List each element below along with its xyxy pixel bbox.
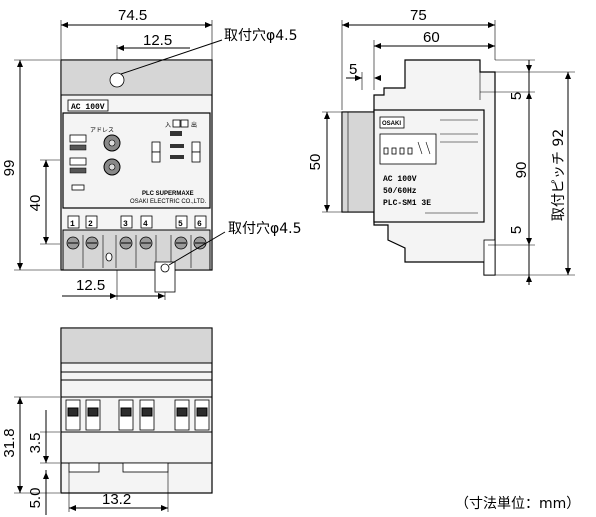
terminal-labels: 1 2 3 4 5 6 bbox=[67, 215, 207, 229]
bottom-top-band bbox=[60, 327, 213, 364]
hole-label-top: 取付穴φ4.5 bbox=[224, 28, 298, 44]
hole-label-bottom: 取付穴φ4.5 bbox=[228, 221, 302, 237]
dim-13-2: 13.2 bbox=[102, 491, 131, 508]
terminal-2-label: 2 bbox=[88, 220, 93, 229]
bottom-view: 31.8 3.5 5.0 13.2 bbox=[1, 327, 213, 515]
side-maker-mark: OSAKI bbox=[382, 121, 401, 127]
side-model-line: PLC-SM1 3E bbox=[383, 199, 431, 208]
terminal-4-label: 4 bbox=[143, 220, 148, 229]
output-label: 出 bbox=[191, 121, 197, 129]
bottom-terminals bbox=[65, 399, 210, 431]
bottom-mount-hole bbox=[160, 263, 170, 273]
terminal-3-label: 3 bbox=[123, 220, 128, 229]
dim-31-8: 31.8 bbox=[1, 428, 18, 457]
voltage-label: AC 100V bbox=[71, 103, 105, 112]
bottom-slot-right bbox=[122, 462, 169, 473]
dim-5-0: 5.0 bbox=[27, 488, 44, 509]
front-panel bbox=[62, 112, 211, 209]
side-front-cover bbox=[341, 111, 375, 213]
unit-note: （寸法単位：mm） bbox=[455, 496, 580, 512]
dim-90: 90 bbox=[513, 162, 530, 179]
dim-5-top: 5 bbox=[349, 61, 357, 78]
maker-text: OSAKI ELECTRIC CO.,LTD. bbox=[130, 199, 207, 205]
terminal-1-label: 1 bbox=[70, 220, 75, 229]
dim-60: 60 bbox=[423, 29, 440, 46]
address-label: アドレス bbox=[90, 127, 114, 134]
terminal-screws bbox=[66, 236, 207, 250]
voltage-plate bbox=[67, 99, 109, 112]
side-view: 75 60 5 50 OSAKI AC 100V 50/ bbox=[307, 7, 575, 285]
dim-50: 50 bbox=[307, 154, 324, 171]
terminal-6-label: 6 bbox=[197, 220, 202, 229]
front-top-cover bbox=[60, 59, 213, 96]
top-mount-hole bbox=[109, 72, 125, 88]
front-view: 74.5 12.5 99 40 AC 100V アドレス bbox=[1, 7, 302, 300]
dim-5-right-bottom: 5 bbox=[508, 226, 525, 234]
dim-74-5: 74.5 bbox=[118, 7, 147, 24]
brand-text: PLC SUPERMAXE bbox=[142, 191, 194, 197]
dim-99: 99 bbox=[1, 160, 18, 177]
side-label-plate bbox=[373, 109, 485, 223]
dim-12-5-bottom: 12.5 bbox=[76, 277, 105, 294]
side-voltage-line: AC 100V bbox=[383, 175, 417, 184]
terminal-block bbox=[62, 229, 211, 271]
pitch-label: 取付ピッチ 92 bbox=[551, 129, 567, 221]
dim-40: 40 bbox=[27, 195, 44, 212]
dim-3-5: 3.5 bbox=[27, 433, 44, 454]
dim-75: 75 bbox=[410, 7, 427, 24]
input-label: 入 bbox=[165, 122, 171, 129]
bottom-slot-left bbox=[68, 462, 100, 473]
terminal-5-label: 5 bbox=[178, 220, 183, 229]
side-freq-line: 50/60Hz bbox=[383, 187, 417, 196]
dim-12-5-top: 12.5 bbox=[143, 32, 172, 49]
dim-5-right-top: 5 bbox=[508, 92, 525, 100]
